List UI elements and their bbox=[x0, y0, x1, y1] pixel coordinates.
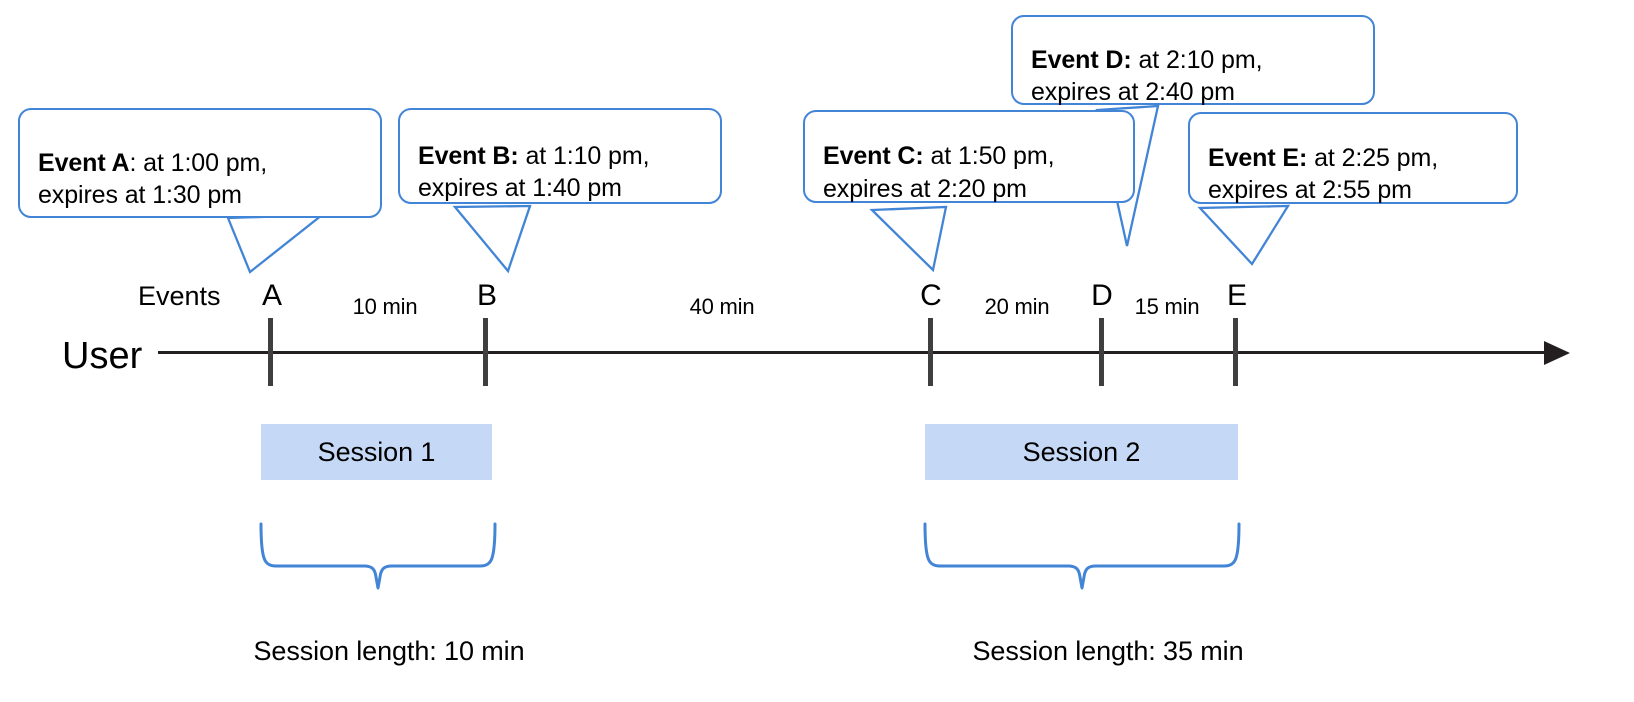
event-label-c: C bbox=[920, 279, 942, 312]
callout-title-e: Event E: bbox=[1208, 143, 1308, 172]
callout-event-a[interactable]: Event A: at 1:00 pm, expires at 1:30 pm bbox=[18, 108, 382, 218]
session-box-1[interactable]: Session 1 bbox=[261, 424, 492, 480]
event-label-d: D bbox=[1091, 279, 1113, 312]
callout-sep-a: : bbox=[129, 148, 137, 177]
callout-title-a: Event A bbox=[38, 148, 130, 177]
event-label-e: E bbox=[1226, 279, 1248, 312]
interval-label-de: 15 min bbox=[1134, 294, 1200, 319]
session-brace-1 bbox=[259, 522, 497, 590]
callout-body-b: at 1:10 pm, expires at 1:40 pm bbox=[418, 141, 650, 203]
callout-text-c: Event C: at 1:50 pm, expires at 2:20 pm bbox=[805, 108, 1072, 206]
session-box-2[interactable]: Session 2 bbox=[925, 424, 1238, 480]
event-label-b: B bbox=[476, 279, 498, 312]
callout-text-d: Event D: at 2:10 pm, expires at 2:40 pm bbox=[1013, 11, 1280, 109]
callout-title-d: Event D: bbox=[1031, 45, 1132, 74]
callout-text-a: Event A: at 1:00 pm, expires at 1:30 pm bbox=[20, 114, 285, 212]
timeline-arrow-icon bbox=[1544, 341, 1570, 365]
events-row-label: Events bbox=[138, 281, 221, 311]
callout-body-e: at 2:25 pm, expires at 2:55 pm bbox=[1208, 143, 1439, 205]
callout-event-c[interactable]: Event C: at 1:50 pm, expires at 2:20 pm bbox=[803, 110, 1135, 203]
callout-body-a: at 1:00 pm, expires at 1:30 pm bbox=[38, 148, 268, 210]
callout-event-b[interactable]: Event B: at 1:10 pm, expires at 1:40 pm bbox=[398, 108, 722, 204]
tick-e bbox=[1233, 318, 1238, 386]
interval-label-cd: 20 min bbox=[984, 294, 1050, 319]
session-box-1-label: Session 1 bbox=[317, 436, 436, 467]
session-box-2-label: Session 2 bbox=[1022, 436, 1141, 467]
callout-title-b: Event B: bbox=[418, 141, 519, 170]
callout-body-c: at 1:50 pm, expires at 2:20 pm bbox=[823, 142, 1055, 203]
callout-body-d: at 2:10 pm, expires at 2:40 pm bbox=[1031, 45, 1263, 107]
user-lane-label: User bbox=[62, 335, 143, 377]
event-label-a: A bbox=[261, 279, 283, 312]
tick-d bbox=[1099, 318, 1104, 386]
session-brace-2 bbox=[923, 522, 1241, 590]
timeline-axis bbox=[158, 351, 1548, 354]
tick-c bbox=[928, 318, 933, 386]
interval-label-ab: 10 min bbox=[352, 294, 418, 319]
callout-event-d[interactable]: Event D: at 2:10 pm, expires at 2:40 pm bbox=[1011, 15, 1375, 106]
callout-event-e[interactable]: Event E: at 2:25 pm, expires at 2:55 pm bbox=[1188, 112, 1518, 204]
callout-text-e: Event E: at 2:25 pm, expires at 2:55 pm bbox=[1190, 109, 1456, 207]
callout-title-c: Event C: bbox=[823, 142, 924, 171]
interval-label-bc: 40 min bbox=[689, 294, 755, 319]
tick-b bbox=[483, 318, 488, 386]
callout-text-b: Event B: at 1:10 pm, expires at 1:40 pm bbox=[400, 107, 667, 205]
tick-a bbox=[268, 318, 273, 386]
session-length-caption-1: Session length: 10 min bbox=[253, 636, 525, 666]
session-length-caption-2: Session length: 35 min bbox=[972, 636, 1244, 666]
